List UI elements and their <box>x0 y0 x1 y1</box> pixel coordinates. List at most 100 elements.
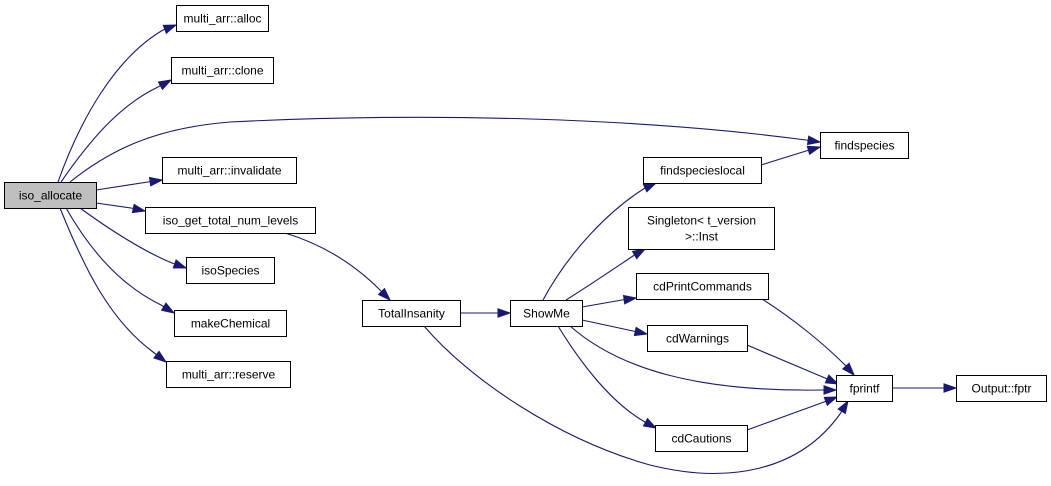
node-fptr[interactable]: Output::fptr <box>956 375 1047 402</box>
node-box <box>647 325 748 352</box>
edge-line <box>57 24 177 183</box>
node-label: iso_allocate <box>19 189 83 203</box>
node-label: multi_arr::invalidate <box>177 164 281 178</box>
edge-ShowMe-to-cdWarnings <box>581 319 649 337</box>
node-label: TotalInsanity <box>378 307 445 321</box>
edge-cdWarnings-to-fprintf <box>746 344 840 385</box>
edge-iso_allocate-to-findspecies <box>69 116 822 183</box>
node-cdWarnings[interactable]: cdWarnings <box>647 325 748 352</box>
edge-iso_allocate-to-clone <box>60 79 173 183</box>
edge-iso_allocate-to-makeChemical <box>65 207 176 314</box>
node-label: cdWarnings <box>666 332 729 346</box>
edge-fprintf-to-fptr <box>892 383 958 393</box>
node-TotalInsanity[interactable]: TotalInsanity <box>362 300 461 327</box>
node-isoSpecies[interactable]: isoSpecies <box>186 257 275 284</box>
node-makeChemical[interactable]: makeChemical <box>174 310 287 337</box>
edge-ShowMe-to-singleton <box>565 248 647 301</box>
edge-line <box>565 248 646 301</box>
node-box <box>162 157 297 184</box>
node-label: >::Inst <box>685 230 719 244</box>
edge-line <box>557 325 657 429</box>
node-invalidate[interactable]: multi_arr::invalidate <box>162 157 297 184</box>
node-ShowMe[interactable]: ShowMe <box>510 300 583 327</box>
nodes-layer: iso_allocate multi_arr::allocmulti_arr::c… <box>4 5 1047 452</box>
edge-line <box>542 182 657 301</box>
edge-line <box>59 207 167 363</box>
edge-iso_allocate-to-alloc <box>57 24 178 183</box>
edge-iso_allocate-to-invalidate <box>95 176 164 191</box>
edge-line <box>746 396 838 431</box>
node-box <box>636 273 769 300</box>
node-label: isoSpecies <box>201 264 259 278</box>
edge-TotalInsanity-to-fprintf <box>423 325 849 474</box>
node-box <box>655 425 748 452</box>
edge-arrowhead <box>633 326 649 337</box>
node-box <box>166 361 291 388</box>
node-singleton[interactable]: Singleton< t_version>::Inst <box>628 207 775 250</box>
node-label: ShowMe <box>523 307 570 321</box>
edge-arrowhead <box>497 308 512 318</box>
node-label: multi_arr::alloc <box>183 12 261 26</box>
node-findspecies[interactable]: findspecies <box>820 132 909 159</box>
edge-line <box>60 79 172 183</box>
edge-arrowhead <box>162 24 178 35</box>
node-iso_allocate[interactable]: iso_allocate <box>4 182 97 209</box>
node-label: findspecieslocal <box>660 164 745 178</box>
edge-line <box>79 207 187 269</box>
edge-arrowhead <box>172 259 188 269</box>
node-cdCautions[interactable]: cdCautions <box>655 425 748 452</box>
edge-line <box>761 298 855 376</box>
edge-arrowhead <box>837 399 849 415</box>
edge-arrowhead <box>806 145 822 156</box>
edge-arrowhead <box>377 287 392 302</box>
edge-iso_allocate-to-reserve <box>59 207 168 363</box>
edge-cdPrintCommands-to-fprintf <box>761 298 856 377</box>
edge-arrowhead <box>157 79 173 91</box>
edge-arrowhead <box>160 302 176 314</box>
node-label: fprintf <box>849 382 880 396</box>
node-label: findspecies <box>834 139 894 153</box>
node-box <box>145 207 316 234</box>
edge-line <box>569 325 836 391</box>
node-box <box>174 310 287 337</box>
node-label: Output::fptr <box>971 382 1031 396</box>
edge-line <box>423 325 849 474</box>
node-box <box>956 375 1047 402</box>
node-findspecieslocal[interactable]: findspecieslocal <box>643 157 762 184</box>
node-label: cdCautions <box>671 432 731 446</box>
node-label: iso_get_total_num_levels <box>163 214 298 228</box>
node-get_levels[interactable]: iso_get_total_num_levels <box>145 207 316 234</box>
edge-arrowhead <box>131 203 147 214</box>
edge-arrowhead <box>631 248 647 260</box>
edge-ShowMe-to-fprintf <box>569 325 838 395</box>
node-box <box>510 300 583 327</box>
edge-iso_allocate-to-isoSpecies <box>79 207 188 269</box>
edge-arrowhead <box>824 374 840 385</box>
node-box <box>836 375 893 402</box>
node-label: Singleton< t_version <box>647 214 756 228</box>
node-box <box>176 5 269 32</box>
node-reserve[interactable]: multi_arr::reserve <box>166 361 291 388</box>
node-box <box>628 207 775 250</box>
edge-line <box>69 116 821 183</box>
edge-line <box>284 232 391 301</box>
node-label: makeChemical <box>191 317 270 331</box>
edge-arrowhead <box>642 417 658 429</box>
edge-iso_allocate-to-get_levels <box>95 202 147 214</box>
edge-line <box>746 344 839 385</box>
node-clone[interactable]: multi_arr::clone <box>171 57 274 84</box>
node-box <box>186 257 275 284</box>
node-cdPrintCommands[interactable]: cdPrintCommands <box>636 273 769 300</box>
edge-arrowhead <box>642 182 658 193</box>
node-label: cdPrintCommands <box>653 280 752 294</box>
edge-findspecieslocal-to-findspecies <box>760 145 822 166</box>
node-box <box>820 132 909 159</box>
node-box <box>643 157 762 184</box>
edge-arrowhead <box>153 350 168 363</box>
node-box <box>4 182 97 209</box>
edge-arrowhead <box>823 385 838 395</box>
node-box <box>362 300 461 327</box>
edge-arrowhead <box>148 176 164 187</box>
node-alloc[interactable]: multi_arr::alloc <box>176 5 269 32</box>
node-fprintf[interactable]: fprintf <box>836 375 893 402</box>
